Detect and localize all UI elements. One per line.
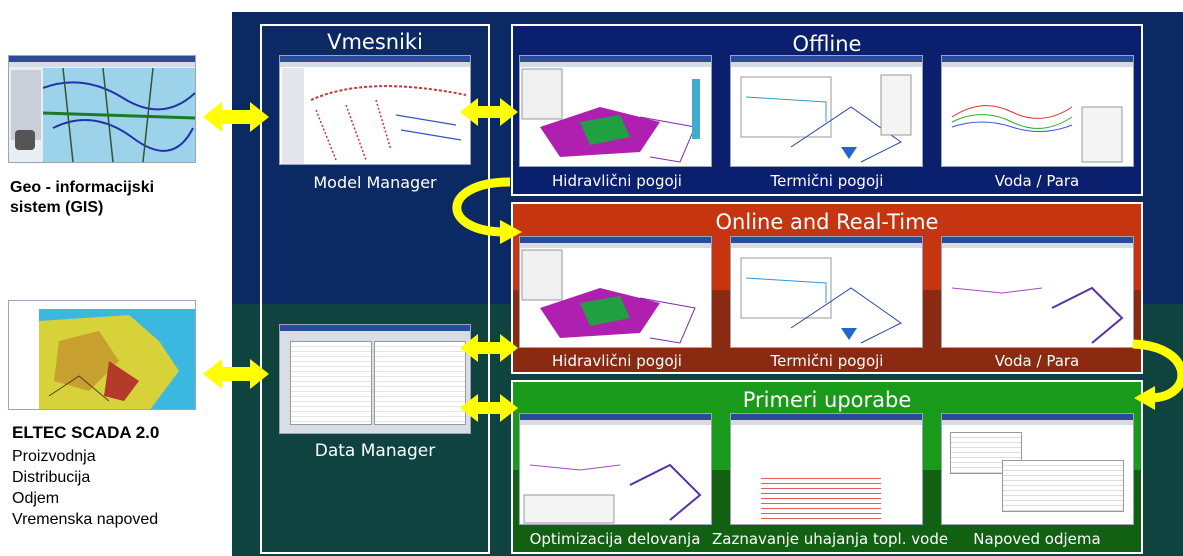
online-thermal-screenshot xyxy=(730,236,923,348)
online-title: Online and Real-Time xyxy=(715,210,939,234)
scada-line-1: Proizvodnja xyxy=(12,448,96,465)
curved-arrow-online-examples xyxy=(1132,339,1183,403)
example-caption-1: Optimizacija delovanja xyxy=(529,530,701,548)
double-arrow-model-offline xyxy=(460,98,518,126)
double-arrow-scada-data xyxy=(203,359,269,389)
data-manager-screenshot xyxy=(279,324,471,434)
curved-arrow-offline-online xyxy=(452,177,511,237)
examples-title: Primeri uporabe xyxy=(742,388,912,412)
offline-caption-2: Termični pogoji xyxy=(770,172,884,190)
model-manager-label: Model Manager xyxy=(313,173,437,192)
online-water-steam-screenshot xyxy=(941,236,1134,348)
model-manager-screenshot xyxy=(279,55,471,165)
scada-line-4: Vremenska napoved xyxy=(12,511,159,528)
online-caption-2: Termični pogoji xyxy=(770,352,884,370)
double-arrow-data-examples xyxy=(460,394,518,422)
scada-line-3: Odjem xyxy=(12,490,60,507)
double-arrow-data-online xyxy=(460,334,518,362)
offline-caption-3: Voda / Para xyxy=(994,172,1080,190)
offline-water-steam-screenshot xyxy=(941,55,1134,167)
scada-title: ELTEC SCADA 2.0 xyxy=(12,423,160,442)
scada-screenshot xyxy=(8,300,196,410)
intermediaries-panel: Vmesniki xyxy=(260,24,490,554)
gis-screenshot xyxy=(8,55,196,163)
online-hydraulic-screenshot xyxy=(519,236,712,348)
example-demand-forecast-screenshot xyxy=(941,413,1134,525)
double-arrow-gis-model xyxy=(203,102,269,132)
gis-title-line1: Geo - informacijski xyxy=(10,179,155,196)
example-leak-detection-screenshot xyxy=(730,413,923,525)
intermediaries-title: Vmesniki xyxy=(327,30,423,54)
offline-hydraulic-screenshot xyxy=(519,55,712,167)
gis-title-line2: sistem (GIS) xyxy=(10,199,104,216)
offline-title: Offline xyxy=(792,32,862,56)
offline-thermal-screenshot xyxy=(730,55,923,167)
scada-line-2: Distribucija xyxy=(12,469,91,486)
online-caption-1: Hidravlični pogoji xyxy=(552,352,682,370)
offline-caption-1: Hidravlični pogoji xyxy=(552,172,682,190)
example-caption-3: Napoved odjema xyxy=(973,530,1101,548)
example-caption-2: Zaznavanje uhajanja topl. vode xyxy=(712,530,949,548)
online-caption-3: Voda / Para xyxy=(994,352,1080,370)
data-manager-label: Data Manager xyxy=(314,441,436,461)
example-optimization-screenshot xyxy=(519,413,712,525)
